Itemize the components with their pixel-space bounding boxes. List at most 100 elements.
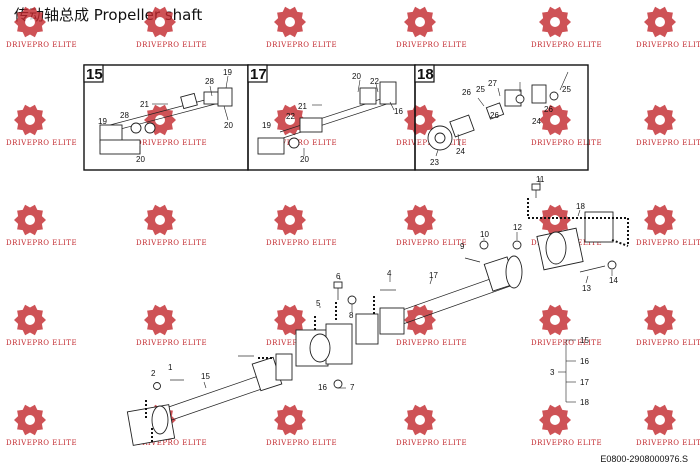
callout-5: 5 [316,299,321,308]
callout-19: 19 [262,121,271,130]
watermark-text: DRIVEPRO ELITE [136,41,207,49]
watermark-gear-icon [539,304,571,336]
watermark-text: DRIVEPRO ELITE [266,439,337,447]
watermark-gear-icon [14,404,46,436]
callout-20: 20 [300,155,309,164]
watermark-layer: DRIVEPRO ELITE DRIVEPRO ELITE DRIVEPRO ELI… [6,6,700,447]
callout-11: 11 [536,175,545,184]
callout-24: 24 [532,117,541,126]
callout-21: 21 [140,100,149,109]
callout-20: 20 [224,121,233,130]
callout-27: 27 [488,79,497,88]
panel-15: 15 21 28 19 19 28 20 20 [83,64,249,171]
callout-20: 20 [136,155,145,164]
watermark-text: DRIVEPRO ELITE [531,41,602,49]
watermark-text: DRIVEPRO ELITE [266,239,337,247]
main-callouts: 11 18 12 10 9 14 13 17 4 6 5 8 1 2 15 16… [151,175,618,407]
watermark-gear-icon [14,104,46,136]
panel-label: 15 [86,66,103,83]
bracket-item-18: 18 [580,398,589,407]
callout-22: 22 [286,112,295,121]
watermark-text: DRIVEPRO ELITE [396,439,467,447]
watermark-gear-icon [404,204,436,236]
callout-28: 28 [120,111,129,120]
watermark-text: DRIVEPRO ELITE [636,239,700,247]
watermark-text: DRIVEPRO ELITE [531,139,602,147]
callout-1: 1 [168,363,173,372]
callout-26: 26 [462,88,471,97]
watermark-text: DRIVEPRO ELITE [136,239,207,247]
drawing-reference: E0800-2908000976.S [600,454,688,464]
callout-19: 19 [98,117,107,126]
watermark-text: DRIVEPRO ELITE [396,239,467,247]
callout-22: 22 [370,77,379,86]
watermark-text: DRIVEPRO ELITE [396,41,467,49]
watermark-gear-icon [404,6,436,38]
watermark-text: DRIVEPRO ELITE [636,439,700,447]
callout-21: 21 [298,102,307,111]
bracket-item-16: 16 [580,357,589,366]
watermark-gear-icon [144,204,176,236]
panel-label: 17 [250,66,267,83]
watermark-text: DRIVEPRO ELITE [6,41,77,49]
watermark-gear-icon [274,204,306,236]
main-assembly [126,178,629,446]
watermark-text: DRIVEPRO ELITE [136,339,207,347]
watermark-text: DRIVEPRO ELITE [6,439,77,447]
watermark-gear-icon [144,6,176,38]
callout-4: 4 [387,269,392,278]
callout-10: 10 [480,230,489,239]
callout-24: 24 [456,147,465,156]
watermark-gear-icon [274,6,306,38]
callout-13: 13 [582,284,591,293]
bracket-item-15: 15 [580,336,589,345]
callout-28: 28 [205,77,214,86]
callout-14: 14 [609,276,618,285]
watermark-gear-icon [404,104,436,136]
panel-17: 17 20 22 21 16 19 22 20 [247,64,416,171]
watermark-text: DRIVEPRO ELITE [396,339,467,347]
watermark-text: DRIVEPRO ELITE [636,339,700,347]
watermark-gear-icon [274,304,306,336]
callout-3: 3 [550,368,555,377]
callout-26: 26 [490,111,499,120]
callout-12: 12 [513,223,522,232]
callout-19: 19 [223,68,232,77]
watermark-text: DRIVEPRO ELITE [266,139,337,147]
watermark-gear-icon [144,304,176,336]
callout-16: 16 [318,383,327,392]
callout-9: 9 [460,242,465,251]
watermark-gear-icon [404,404,436,436]
watermark-gear-icon [644,6,676,38]
panel-18: 18 27 25 26 25 26 26 24 24 23 [414,64,589,171]
watermark-gear-icon [539,404,571,436]
watermark-text: DRIVEPRO ELITE [6,339,77,347]
callout-17: 17 [429,271,438,280]
watermark-gear-icon [404,304,436,336]
callout-6: 6 [336,272,341,281]
watermark-gear-icon [14,304,46,336]
watermark-gear-icon [644,404,676,436]
callout-25: 25 [476,85,485,94]
watermark-gear-icon [539,6,571,38]
bracket-item-17: 17 [580,378,589,387]
watermark-text: DRIVEPRO ELITE [636,41,700,49]
callout-2: 2 [151,369,156,378]
callout-23: 23 [430,158,439,167]
watermark-text: DRIVEPRO ELITE [266,41,337,49]
watermark-text: DRIVEPRO ELITE [531,439,602,447]
callout-25: 25 [562,85,571,94]
watermark-gear-icon [644,304,676,336]
watermark-gear-icon [14,204,46,236]
callout-26: 26 [544,105,553,114]
callout-7: 7 [350,383,355,392]
callout-8: 8 [349,311,354,320]
watermark-gear-icon [274,404,306,436]
watermark-text: DRIVEPRO ELITE [6,239,77,247]
watermark-gear-icon [644,104,676,136]
callout-16: 16 [394,107,403,116]
callout-18: 18 [576,202,585,211]
watermark-text: DRIVEPRO ELITE [6,139,77,147]
callout-15: 15 [201,372,210,381]
